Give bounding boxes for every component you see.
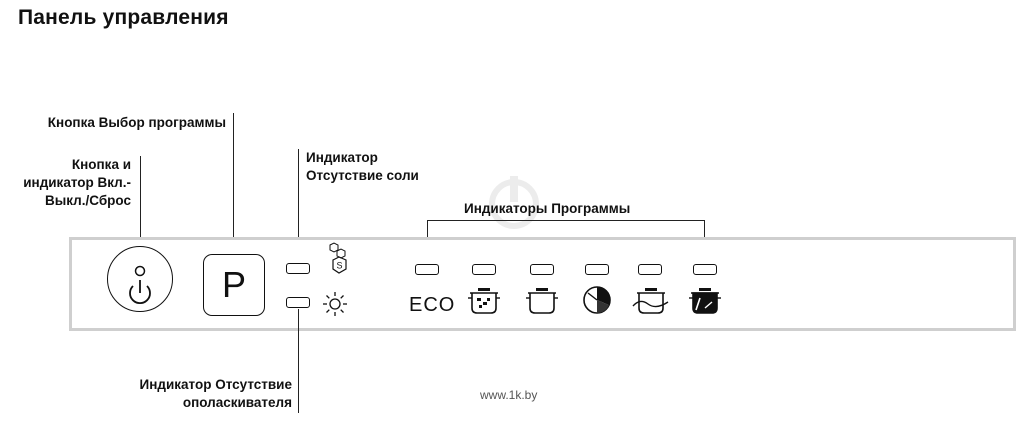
bracket-program-indicators (427, 220, 705, 221)
callout-power-button: Кнопка и индикатор Вкл.- Выкл./Сброс (23, 157, 131, 208)
callout-program-indicators: Индикаторы Программы (464, 201, 631, 216)
callout-rinse-indicator: Индикатор Отсутствие ополаскивателя (139, 377, 292, 410)
program-select-button[interactable]: P (203, 254, 265, 316)
quick-clock-icon (583, 286, 611, 314)
leader-power-button (140, 156, 141, 247)
power-icon (129, 265, 151, 305)
watermark-logo-icon (489, 176, 539, 229)
program-led-quick (585, 264, 609, 275)
leader-program-button (233, 113, 234, 255)
half-load-icon (689, 288, 721, 314)
program-led-intensive (472, 264, 496, 275)
program-led-normal (530, 264, 554, 275)
power-button[interactable] (107, 246, 173, 312)
page-title: Панель управления (18, 6, 229, 29)
leader-salt-indicator (298, 149, 299, 263)
delicate-wave-icon (632, 288, 669, 314)
intensive-pot-icon (468, 288, 500, 314)
rinse-indicator-led (286, 297, 310, 308)
program-led-delicate (638, 264, 662, 275)
program-led-eco (415, 264, 439, 275)
callout-program-button: Кнопка Выбор программы (47, 115, 226, 130)
watermark-text: www.1k.by (480, 388, 538, 402)
normal-pot-icon (526, 288, 558, 314)
salt-hexagon-icon: S (329, 242, 347, 274)
program-eco-label: ECO (409, 294, 456, 316)
rinse-aid-sun-icon (323, 292, 347, 316)
program-led-half-load (693, 264, 717, 275)
leader-rinse-indicator (298, 309, 299, 413)
salt-indicator-led (286, 263, 310, 274)
svg-text:S: S (336, 261, 342, 271)
callout-salt-indicator: Индикатор Отсутствие соли (306, 150, 419, 183)
